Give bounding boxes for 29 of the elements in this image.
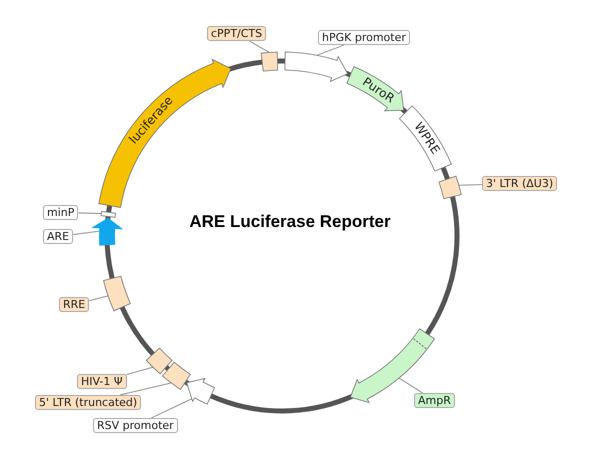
feature-box-symbol — [162, 362, 191, 390]
feature-label: cPPT/CTS — [207, 26, 266, 41]
feature-box-symbol — [100, 210, 116, 218]
leader-line — [120, 382, 172, 396]
feature-box-symbol — [146, 348, 172, 374]
feature-label: RSV promoter — [93, 418, 178, 433]
leader-line — [249, 40, 270, 53]
directional-feature — [91, 218, 124, 246]
feature-label: RRE — [59, 297, 90, 312]
feature-box-symbol — [438, 176, 462, 200]
feature-label: minP — [43, 205, 78, 220]
feature-label: 5' LTR (truncated) — [35, 395, 142, 410]
feature-label: ARE — [43, 229, 74, 244]
leader-line — [78, 212, 102, 214]
feature-box-symbol — [260, 52, 278, 72]
directional-feature — [186, 378, 215, 404]
leader-line — [314, 44, 345, 56]
leader-line — [72, 230, 100, 236]
plasmid-title: ARE Luciferase Reporter — [188, 212, 392, 232]
feature-label: HIV-1 Ψ — [77, 374, 127, 389]
leader-line — [398, 378, 424, 394]
leader-line — [88, 295, 108, 302]
feature-label: AmpR — [414, 393, 455, 408]
leader-line — [458, 184, 482, 186]
directional-feature — [284, 52, 348, 82]
feature-label: hPGK promoter — [318, 30, 410, 45]
feature-box-symbol — [103, 276, 131, 312]
leader-line — [126, 366, 154, 376]
feature-label: 3' LTR (ΔU3) — [482, 176, 558, 191]
